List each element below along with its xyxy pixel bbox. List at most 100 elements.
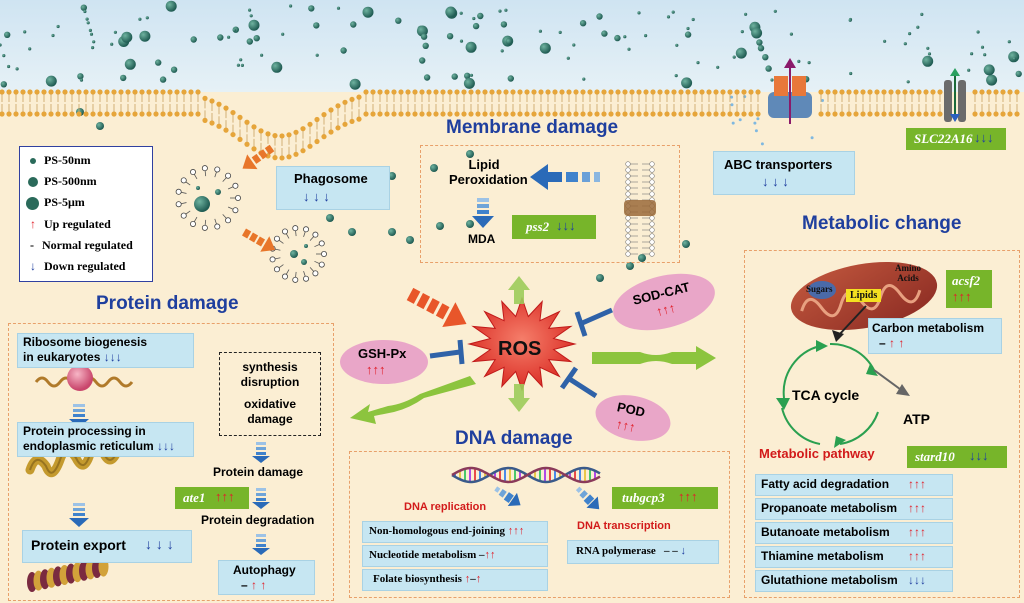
- particle: [644, 34, 648, 38]
- lipid-head: [713, 111, 719, 117]
- lipid-head: [608, 89, 614, 95]
- lipid-head: [111, 111, 117, 117]
- legend-item-ps5: PS-5μm: [26, 195, 85, 210]
- lipid-head: [76, 89, 82, 95]
- lipid-head: [223, 105, 229, 111]
- title-protein-damage: Protein damage: [96, 293, 239, 314]
- particle: [459, 11, 463, 15]
- nucleotide-label: Nucleotide metabolism: [369, 549, 477, 561]
- particle: [903, 42, 907, 46]
- lipid-head: [825, 111, 831, 117]
- lipid-head: [552, 111, 558, 117]
- lipid-head: [657, 89, 663, 95]
- vesicle-head: [225, 217, 232, 224]
- lipid-head: [125, 89, 131, 95]
- lipid-head: [832, 111, 838, 117]
- dna-replication-label: DNA replication: [404, 501, 487, 513]
- particle: [626, 262, 634, 270]
- particle: [976, 30, 980, 34]
- lipid-head: [419, 89, 425, 95]
- particle: [240, 63, 244, 67]
- lipid-head: [216, 101, 222, 107]
- autophagy-arrows: ↑ ↑: [251, 578, 267, 592]
- mito-to-tca-arrow: [837, 305, 867, 337]
- lipid-head: [608, 111, 614, 117]
- lipid-head: [181, 89, 187, 95]
- lipid-head: [657, 111, 663, 117]
- amino-line-1: Amino: [894, 263, 921, 273]
- lipid-head: [993, 111, 999, 117]
- lipid-head: [524, 89, 530, 95]
- stard10-gene-label: stard10: [915, 449, 955, 464]
- particle: [348, 228, 356, 236]
- metabolic-pathway-arrows: ↑↑↑: [908, 477, 926, 491]
- lipid-head: [643, 111, 649, 117]
- lipid-head: [237, 136, 243, 142]
- lipid-head: [867, 111, 873, 117]
- lipid-head: [545, 89, 551, 95]
- ribosome-label-1: Ribosome biogenesis: [23, 335, 148, 349]
- lipid-head: [426, 89, 432, 95]
- lipid-head: [342, 99, 348, 105]
- speck: [731, 121, 735, 125]
- lipid-head: [496, 89, 502, 95]
- tubgcp3-arrows: ↑↑↑: [678, 489, 698, 504]
- lipid-head: [629, 111, 635, 117]
- lipid-head: [468, 111, 474, 117]
- metabolic-pathway-arrows: ↓↓↓: [908, 573, 926, 587]
- processing-label-1: Protein processing in: [23, 424, 146, 438]
- particle: [627, 47, 631, 51]
- particle: [466, 220, 474, 228]
- lipid-head: [986, 111, 992, 117]
- particle: [436, 222, 444, 230]
- speck: [821, 99, 824, 102]
- particle: [290, 250, 298, 258]
- lipid-head: [300, 126, 306, 132]
- oxidative-label: oxidative: [243, 397, 297, 411]
- lipid-head: [111, 89, 117, 95]
- lipid-head: [853, 89, 859, 95]
- lipid-head: [167, 111, 173, 117]
- particle: [139, 30, 151, 42]
- lipid-head: [678, 111, 684, 117]
- lipid-head: [489, 89, 495, 95]
- particle: [744, 12, 748, 16]
- lipid-head: [440, 111, 446, 117]
- particle: [505, 38, 513, 45]
- phagosome-box: Phagosome ↓ ↓ ↓: [276, 166, 390, 210]
- particle: [1012, 57, 1016, 61]
- lipid-head: [587, 89, 593, 95]
- particle: [623, 35, 627, 39]
- lipid-head: [447, 111, 453, 117]
- lipid-head: [881, 89, 887, 95]
- speck: [730, 103, 734, 107]
- membrane-protein: [624, 200, 656, 216]
- damage-label: damage: [247, 412, 293, 426]
- lipid-head: [916, 89, 922, 95]
- carbon-arrows: ↑ ↑: [889, 336, 905, 350]
- lipid-head: [832, 89, 838, 95]
- lipid-head: [1000, 89, 1006, 95]
- particle: [194, 196, 210, 212]
- ribosome-box: Ribosome biogenesis in eukaryotes ↓↓↓: [17, 333, 194, 368]
- speck: [754, 129, 758, 133]
- lipid-head: [139, 89, 145, 95]
- lipid-head: [13, 89, 19, 95]
- particle: [446, 33, 454, 40]
- synthesis-label: synthesis: [242, 360, 298, 374]
- particle: [582, 77, 586, 81]
- lipid-head: [594, 89, 600, 95]
- particle: [558, 30, 562, 34]
- lipid-head: [573, 89, 579, 95]
- particle: [732, 55, 736, 59]
- lipid-head: [916, 111, 922, 117]
- particle: [579, 20, 587, 27]
- uptake-arrows: [242, 144, 467, 328]
- lipid-head: [685, 89, 691, 95]
- particle: [735, 47, 747, 59]
- particle: [190, 36, 197, 43]
- nhej-label: Non-homologous end-joining: [369, 525, 506, 537]
- lipid-head: [384, 89, 390, 95]
- particle: [155, 59, 162, 66]
- ate1-gene-box: ate1 ↑↑↑: [175, 487, 249, 509]
